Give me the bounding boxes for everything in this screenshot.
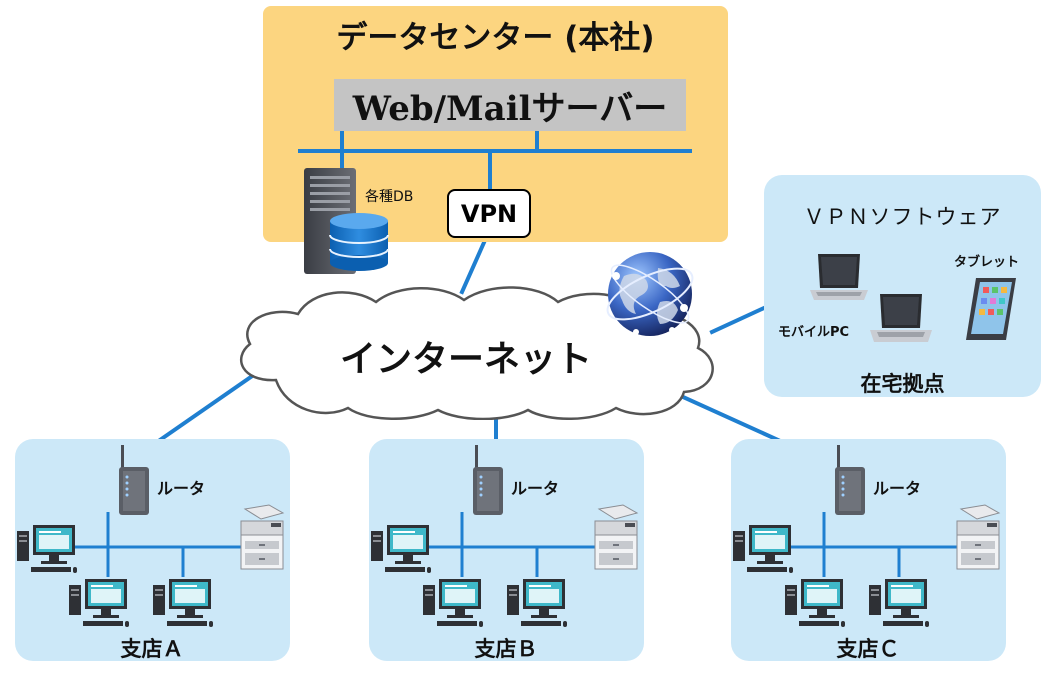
database-label: 各種DB: [365, 189, 414, 205]
desktop-pc-icon: [371, 525, 431, 573]
branch-a-network: ルータ: [15, 439, 290, 661]
printer-icon: [594, 504, 639, 570]
internet-branch-c-link: [669, 389, 781, 443]
internet-branch-a-link: [157, 369, 261, 443]
data-center-title: データセンター (本社): [336, 20, 655, 56]
tablet-label: タブレット: [954, 255, 1020, 270]
branch-c-network: ルータ: [731, 439, 1006, 661]
branch-lan-lines: [429, 512, 601, 577]
internet-home-link: [709, 305, 767, 335]
vpn-internet-link: [459, 235, 489, 295]
web-mail-server-banner: Web/Mailサーバー: [334, 79, 686, 131]
branch-c-label: 支店Ｃ: [836, 637, 900, 661]
desktop-pc-icon: [733, 525, 793, 573]
router-label: ルータ: [873, 479, 922, 498]
desktop-pc-icon: [785, 579, 845, 627]
router-icon: [473, 445, 503, 515]
branch-lan-lines: [791, 512, 963, 577]
home-location-label: 在宅拠点: [860, 372, 945, 396]
desktop-pc-icon: [507, 579, 567, 627]
branch-b-label: 支店Ｂ: [474, 637, 538, 661]
vpn-gateway: VPN: [447, 189, 531, 238]
vpn-software-title: ＶＰＮソフトウェア: [803, 205, 1002, 229]
router-icon: [119, 445, 149, 515]
mobile-pc-label: モバイルPC: [778, 325, 850, 340]
server-tower-icon: [304, 168, 389, 274]
printer-icon: [240, 504, 285, 570]
router-label: ルータ: [157, 479, 206, 498]
laptop-icon: [810, 254, 868, 300]
globe-icon: [606, 252, 694, 336]
desktop-pc-icon: [423, 579, 483, 627]
laptop-icon: [870, 294, 932, 342]
desktop-pc-icon: [153, 579, 213, 627]
branch-lan-lines: [75, 512, 247, 577]
router-icon: [835, 445, 865, 515]
desktop-pc-icon: [869, 579, 929, 627]
router-label: ルータ: [511, 479, 560, 498]
desktop-pc-icon: [69, 579, 129, 627]
branch-a-label: 支店Ａ: [120, 637, 184, 661]
branch-b-network: ルータ: [369, 439, 644, 661]
printer-icon: [956, 504, 1001, 570]
internet-label: インターネット: [340, 338, 593, 380]
tablet-icon: [966, 278, 1016, 340]
desktop-pc-icon: [17, 525, 77, 573]
database-icon: [329, 213, 389, 271]
